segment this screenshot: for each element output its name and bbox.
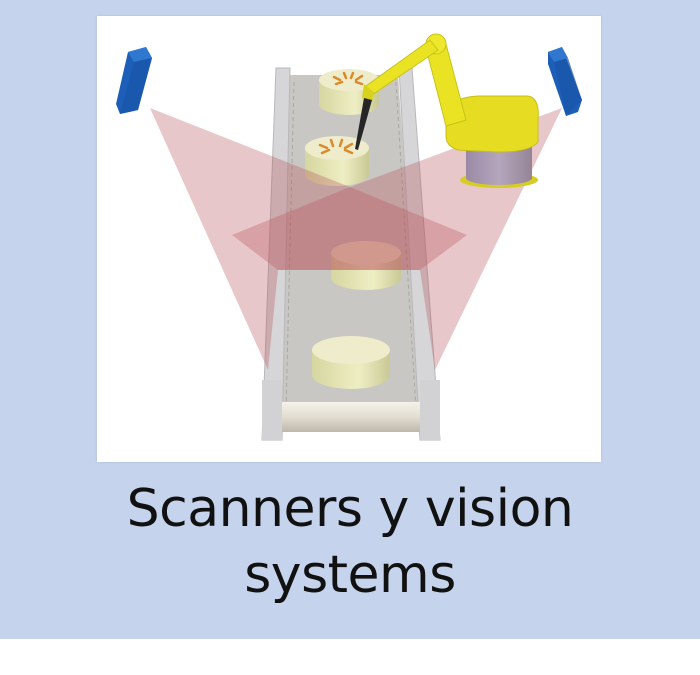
scanner-left [116, 47, 152, 114]
vision-system-illustration [116, 33, 582, 441]
caption-line-2: systems [244, 545, 456, 605]
scanner-right [548, 47, 582, 116]
cake-plain-2 [312, 336, 390, 389]
illustration-panel [97, 16, 601, 462]
cake-decorated-2 [305, 136, 369, 186]
caption-line-1: Scanners y vision [126, 479, 574, 539]
cake-plain-1 [331, 241, 401, 290]
robot-arm [355, 33, 539, 188]
caption: Scanners y vision systems [0, 476, 700, 608]
scan-beam-left [150, 108, 467, 370]
